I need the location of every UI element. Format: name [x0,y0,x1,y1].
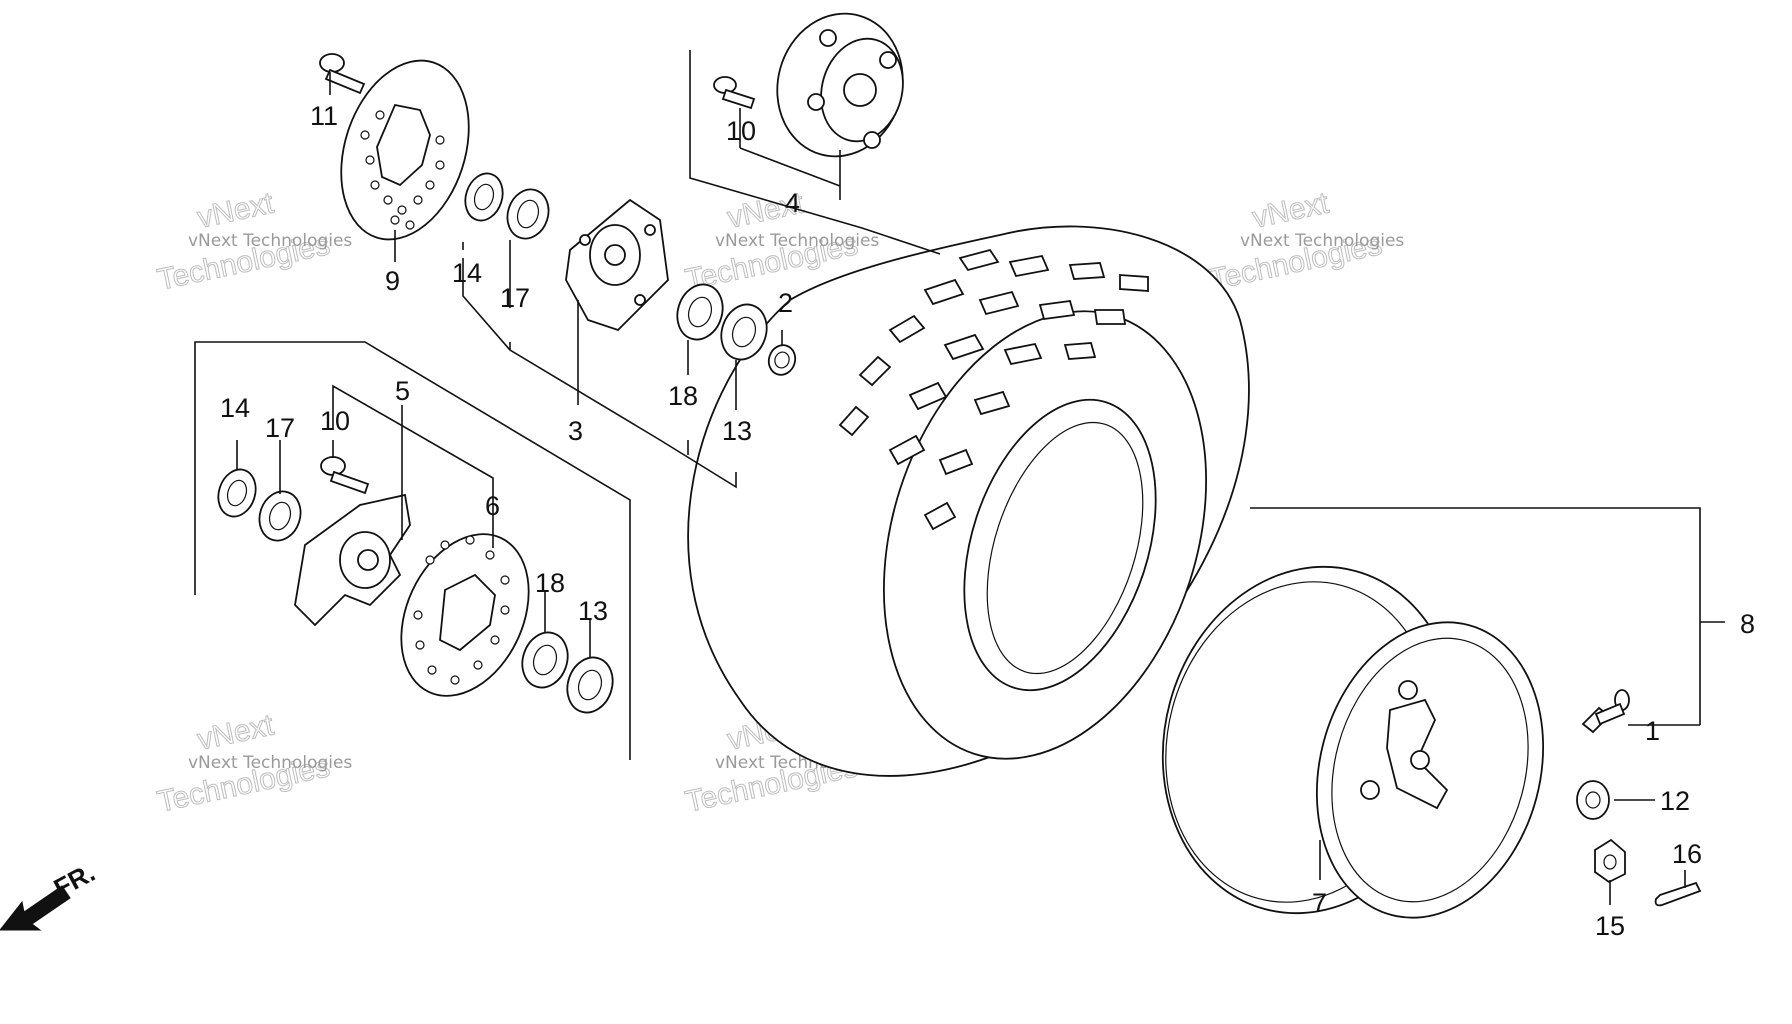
callout-17-top: 17 [500,283,530,313]
hub-part-5 [294,493,411,627]
watermark-text: vNext [195,186,278,234]
callout-12: 12 [1660,786,1690,816]
bolt-part-10-bottom [320,456,370,495]
cotter-pin-part-16 [1654,881,1702,907]
castle-nut-part-15 [1594,838,1626,884]
callout-18-top: 18 [668,381,698,411]
bearing-part-18-top [676,283,724,341]
bearing-part-14-bottom [217,468,257,518]
watermark-text: vNext Technologies [1240,231,1404,251]
watermark-top-right: Technologies vNext Technologies vNext [1206,186,1404,297]
callout-1: 1 [1645,716,1660,746]
front-direction-indicator: FR. [0,857,100,931]
bearing-part-13-top [720,303,768,361]
callout-4: 4 [785,188,800,218]
brake-disc-6 [400,533,530,697]
watermark-text: vNext [1250,186,1333,234]
callout-13-top: 13 [722,416,752,446]
callout-17-bottom: 17 [265,413,295,443]
bearing-part-18-bottom [521,631,569,689]
callout-labels: 1 2 3 4 5 6 7 8 9 10 10 11 12 13 13 14 1… [220,101,1755,941]
callout-16: 16 [1672,839,1702,869]
tire [687,225,1250,777]
callout-10-bottom: 10 [320,406,350,436]
nut-part-12 [1576,780,1610,820]
bolt-part-10-top [713,76,756,110]
watermark-text: vNext Technologies [188,231,352,251]
bearing-part-17-top [506,188,550,240]
hub-part-4 [776,12,904,158]
leader-lines [194,50,1725,905]
callout-8: 8 [1740,609,1755,639]
callout-2: 2 [778,288,793,318]
callout-3: 3 [568,416,583,446]
front-arrow-icon [0,885,71,931]
watermark-text: vNext [195,708,278,756]
watermark-bottom-left: Technologies vNext Technologies vNext [154,708,352,819]
wheel-rim [1161,565,1545,919]
watermark-top-left: Technologies vNext Technologies vNext [154,186,352,297]
bearing-part-17-bottom [258,490,302,542]
hub-part-3 [565,198,669,332]
callout-18-bottom: 18 [535,568,565,598]
collar-part-2 [767,344,797,376]
bearing-part-13-bottom [566,656,614,714]
callout-14-bottom: 14 [220,393,250,423]
callout-14-top: 14 [452,258,482,288]
callout-7: 7 [1312,888,1327,918]
bearing-part-14-top [464,172,504,222]
watermark-text: vNext Technologies [715,231,879,251]
callout-6: 6 [485,491,500,521]
bolt-part-11 [319,53,366,95]
callout-5: 5 [395,376,410,406]
tire-tread [838,248,1149,531]
brake-disc-9 [340,59,470,241]
callout-13-bottom: 13 [578,596,608,626]
callout-9: 9 [385,266,400,296]
callout-15: 15 [1595,911,1625,941]
callout-10-top: 10 [726,116,756,146]
watermark-text: vNext Technologies [188,753,352,773]
valve-part-1 [1581,689,1630,734]
callout-11: 11 [310,101,338,131]
